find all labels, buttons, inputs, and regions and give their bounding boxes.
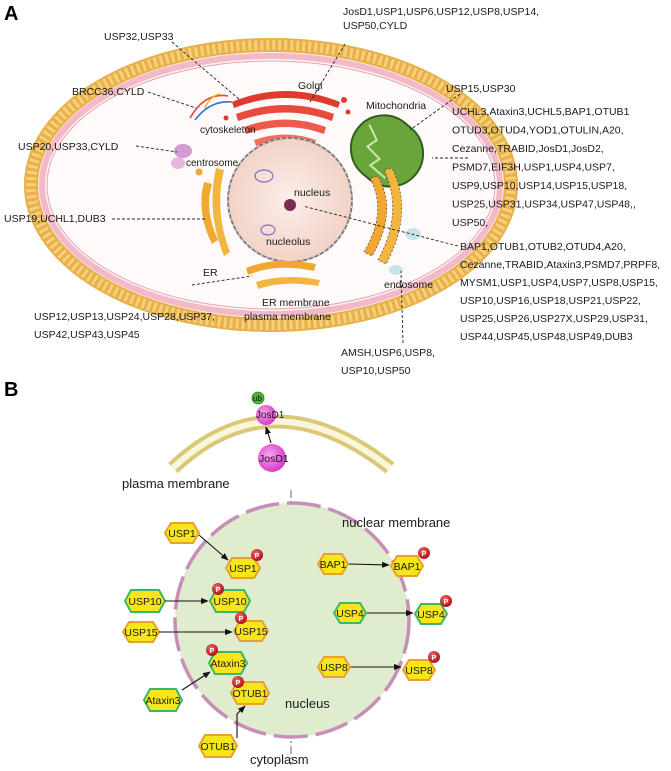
cytoskeleton-label: cytoskeleton xyxy=(200,125,256,136)
dubs-er-membrane-list: USP12,USP13,USP24,USP28,USP37, USP42,USP… xyxy=(34,311,218,341)
left-from-hex-4 xyxy=(197,734,239,758)
left-phospho-4 xyxy=(232,676,244,688)
left-to-hex-1 xyxy=(208,589,252,613)
golgi-shape xyxy=(223,91,351,146)
right-to-hex-0 xyxy=(389,555,425,577)
mitochondria-label: Mitochondria xyxy=(366,100,426,112)
panel-b-label: B xyxy=(4,379,18,401)
right-phospho-1 xyxy=(440,595,452,607)
dubs-nucleus-list: BAP1,OTUB1,OTUB2,OTUD4,A20, Cezanne,TRAB… xyxy=(460,241,663,343)
nucleus-a-shape xyxy=(227,137,353,263)
left-from-label-2: USP15 xyxy=(124,627,157,639)
right-phospho-0 xyxy=(418,547,430,559)
left-from-label-3: Ataxin3 xyxy=(145,695,180,707)
dubs-centrosome: USP20,USP33,CYLD xyxy=(18,141,119,153)
right-phospho-2 xyxy=(428,651,440,663)
dubs-cytoskeleton: BRCC36,CYLD xyxy=(72,86,145,98)
left-to-hex-3 xyxy=(207,651,249,675)
left-phospho-2-text: P xyxy=(239,616,244,623)
ub-label: ub xyxy=(253,394,262,403)
left-phospho-0 xyxy=(251,549,263,561)
josd1-membrane-bubble xyxy=(256,405,276,425)
left-from-hex-3 xyxy=(142,688,184,712)
right-from-label-2: USP8 xyxy=(320,662,348,674)
right-from-hex-1 xyxy=(332,602,368,624)
left-arrow-0 xyxy=(198,534,229,561)
mitochondria-shape xyxy=(349,114,425,188)
endosome-label: endosome xyxy=(384,279,433,291)
endosome-er-shape xyxy=(363,167,402,265)
left-to-label-2: USP15 xyxy=(234,626,267,638)
nuclear-membrane-label: nuclear membrane xyxy=(342,515,450,530)
plasma-membrane-b xyxy=(168,414,395,474)
leader-lines xyxy=(112,41,468,344)
right-from-hex-2 xyxy=(316,656,352,678)
right-to-label-0: BAP1 xyxy=(394,561,421,573)
left-arrow-4 xyxy=(236,705,246,738)
josd1-membrane-label: JosD1 xyxy=(256,410,285,421)
panel-a-label: A xyxy=(4,3,18,25)
right-phospho-0-text: P xyxy=(422,551,427,558)
dubs-endosome-list: AMSH,USP6,USP8, USP10,USP50 xyxy=(341,347,438,377)
right-from-label-1: USP4 xyxy=(336,608,364,620)
left-from-hex-1 xyxy=(123,589,167,613)
dubs-er: USP19,UCHL1,DUB3 xyxy=(4,213,106,225)
golgi-label: Golgi xyxy=(298,80,323,92)
left-phospho-3-text: P xyxy=(210,648,215,655)
left-phospho-1 xyxy=(212,583,224,595)
right-phospho-1-text: P xyxy=(444,599,449,606)
er-membrane-label: ER membrane xyxy=(262,297,330,309)
left-from-label-4: OTUB1 xyxy=(200,741,235,753)
left-to-hex-2 xyxy=(232,620,270,642)
ub-bubble xyxy=(251,391,265,405)
centrosome-label: centrosome xyxy=(186,158,239,169)
er-shape xyxy=(195,168,230,256)
er-label: ER xyxy=(203,267,218,279)
left-phospho-1-text: P xyxy=(216,587,221,594)
right-from-label-0: BAP1 xyxy=(320,559,347,571)
right-to-label-2: USP8 xyxy=(405,665,433,677)
left-to-label-0: USP1 xyxy=(229,563,257,575)
nucleus-a-label: nucleus xyxy=(294,187,330,199)
left-to-label-3: Ataxin3 xyxy=(210,658,245,670)
left-from-hex-0 xyxy=(163,522,201,544)
left-from-hex-2 xyxy=(121,621,161,643)
left-arrow-3 xyxy=(181,671,211,691)
josd1-free-label: JosD1 xyxy=(259,453,289,465)
right-arrow-0 xyxy=(348,561,390,568)
right-from-hex-0 xyxy=(316,553,350,575)
josd1-arrow xyxy=(265,426,272,444)
er-membrane-shape xyxy=(246,260,320,289)
right-phospho-2-text: P xyxy=(432,655,437,662)
dubs-mitochondria: USP15,USP30 xyxy=(446,83,516,95)
dubs-golgi-left: USP32,USP33 xyxy=(104,31,174,43)
plasma-membrane-b-label: plasma membrane xyxy=(122,476,230,491)
left-phospho-0-text: P xyxy=(255,553,260,560)
left-from-label-1: USP10 xyxy=(128,596,161,608)
left-to-hex-4 xyxy=(229,681,271,705)
dubs-cytoplasm-list: UCHL3,Ataxin3,UCHL5,BAP1,OTUB1 OTUD3,OTU… xyxy=(452,106,639,229)
josd1-free-bubble xyxy=(258,444,286,472)
centrosome-shape xyxy=(171,144,192,169)
cytoplasm-label: cytoplasm xyxy=(250,752,309,767)
right-to-label-1: USP4 xyxy=(417,609,445,621)
left-to-label-1: USP10 xyxy=(213,596,246,608)
plasma-membrane-a-label: plasma membrane xyxy=(244,311,331,323)
left-from-label-0: USP1 xyxy=(168,528,196,540)
left-phospho-2 xyxy=(235,612,247,624)
left-phospho-4-text: P xyxy=(236,680,241,687)
cytoskeleton-shape xyxy=(189,93,233,121)
left-to-label-4: OTUB1 xyxy=(232,688,267,700)
left-phospho-3 xyxy=(206,644,218,656)
nucleus-b-label: nucleus xyxy=(285,696,330,711)
nucleolus-label: nucleolus xyxy=(266,236,310,248)
dubs-golgi-top: JosD1,USP1,USP6,USP12,USP8,USP14, USP50,… xyxy=(343,6,542,32)
